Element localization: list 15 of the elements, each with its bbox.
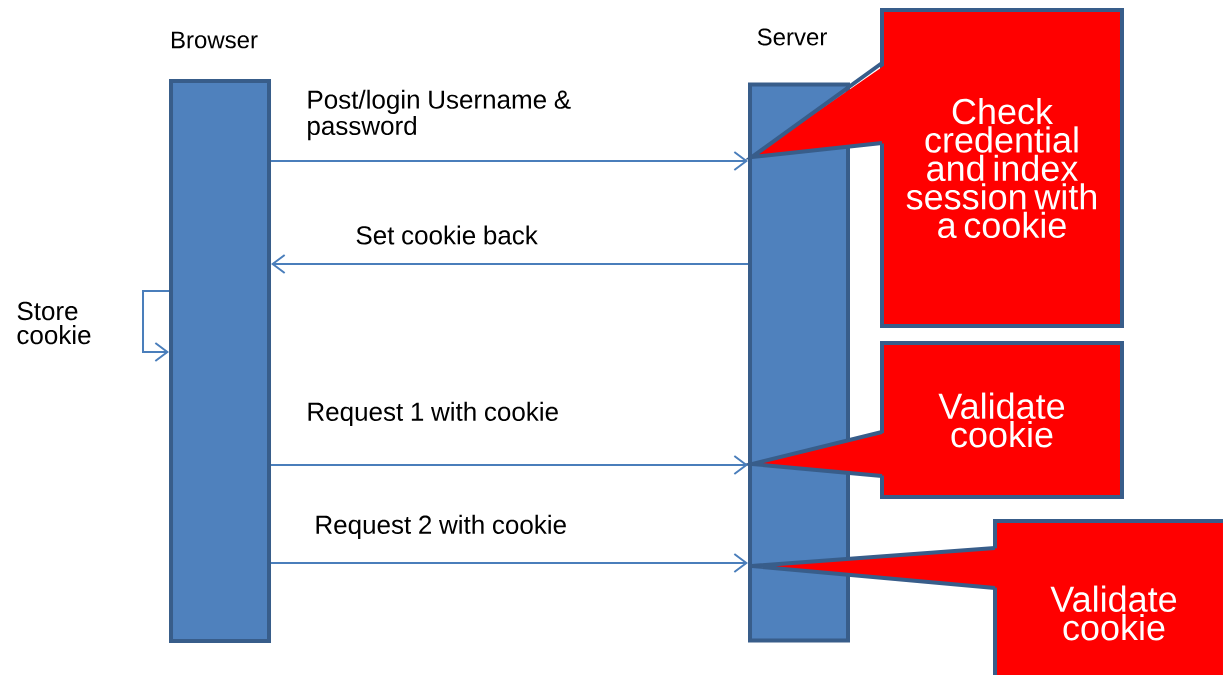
arrow — [142, 290, 170, 362]
edge-label: Set cookie back — [356, 225, 538, 245]
arrow — [270, 151, 748, 171]
lifeline-bar: Browser — [169, 31, 271, 643]
edge-label: Request 2 with cookie — [316, 514, 566, 540]
callout-box: Validate cookie — [750, 519, 1223, 675]
edge-label: Request 1 with cookie — [308, 401, 558, 427]
node-label: Server — [757, 28, 827, 46]
edge-label: Post/login Username & password — [308, 89, 571, 141]
node-label: Browser — [171, 31, 258, 49]
arrow — [270, 455, 748, 475]
edge-label: Store cookie — [17, 301, 91, 345]
arrow — [271, 254, 749, 274]
arrow — [270, 553, 748, 573]
callout-box: Validate cookie — [740, 341, 1124, 499]
